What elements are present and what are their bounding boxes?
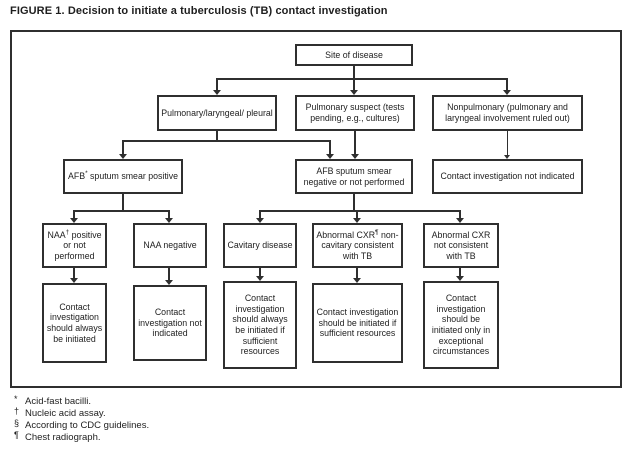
connector-line (216, 78, 508, 80)
node-cavitary-disease: Cavitary disease (223, 223, 297, 268)
arrowhead-icon (70, 278, 78, 283)
arrowhead-icon (119, 154, 127, 159)
node-afb-smear-negative: AFB sputum smear negative or not perform… (295, 159, 413, 194)
node-pulmonary-suspect: Pulmonary suspect (tests pending, e.g., … (295, 95, 415, 131)
node-label: Pulmonary/laryngeal/ pleural (161, 107, 273, 118)
node-label: Contact investigation should be initiate… (431, 293, 491, 357)
footnote-ref-dagger: † (65, 228, 70, 236)
node-pulmonary-laryngeal-pleural: Pulmonary/laryngeal/ pleural (157, 95, 277, 131)
footnote-marker: § (14, 418, 20, 429)
node-label: Contact investigation should always be i… (46, 301, 103, 344)
arrowhead-icon (165, 218, 173, 223)
node-label: Contact investigation should always be i… (232, 293, 288, 357)
footnote-text: Acid-fast bacilli. (25, 396, 91, 407)
node-label: Cavitary disease (227, 240, 293, 251)
node-outcome-exceptional: Contact investigation should be initiate… (423, 281, 499, 369)
node-site-of-disease: Site of disease (295, 44, 413, 66)
footnote-text: Chest radiograph. (25, 432, 101, 444)
node-nonpulmonary: Nonpulmonary (pulmonary and laryngeal in… (432, 95, 583, 131)
node-naa-positive: NAA† positive or not performed (42, 223, 107, 268)
connector-line (168, 268, 170, 280)
footnote-ref-asterisk: * (85, 170, 88, 178)
arrowhead-icon (70, 218, 78, 223)
node-outcome-always-initiated: Contact investigation should always be i… (42, 283, 107, 363)
connector-line (506, 78, 508, 90)
arrowhead-icon (351, 154, 359, 159)
footnote-marker: ¶ (14, 430, 19, 441)
node-outcome-if-resources: Contact investigation should be initiate… (312, 283, 403, 363)
connector-line (122, 140, 124, 154)
connector-line (507, 131, 508, 155)
connector-line (459, 268, 461, 276)
arrowhead-icon (503, 90, 511, 95)
node-contact-investigation-not-indicated-branch: Contact investigation not indicated (432, 159, 583, 194)
footnote-text: Nucleic acid assay. (25, 408, 106, 420)
connector-line (259, 210, 461, 212)
connector-line (122, 140, 331, 142)
connector-line (353, 66, 355, 78)
arrowhead-icon (165, 280, 173, 285)
footnotes: * Acid-fast bacilli. † Nucleic acid assa… (14, 394, 614, 445)
connector-line (259, 210, 261, 218)
node-naa-negative: NAA negative (133, 223, 207, 268)
node-label: Site of disease (325, 49, 383, 60)
connector-line (354, 131, 356, 154)
arrowhead-icon (213, 90, 221, 95)
node-label: Abnormal CXR not consistent with TB (431, 229, 491, 261)
arrowhead-icon (326, 154, 334, 159)
node-label: AFB sputum smear negative or not perform… (303, 165, 405, 187)
node-label: Contact investigation not indicated (440, 171, 575, 182)
connector-line (353, 78, 355, 90)
connector-line (122, 194, 124, 210)
footnote-marker: † (14, 406, 20, 417)
node-label: AFB* sputum smear positive (67, 170, 179, 182)
connector-line (73, 210, 170, 212)
node-outcome-always-if-resources: Contact investigation should always be i… (223, 281, 297, 369)
node-afb-smear-positive: AFB* sputum smear positive (63, 159, 183, 194)
connector-line (356, 210, 358, 218)
footnote-acid-fast: * Acid-fast bacilli. (14, 394, 614, 408)
node-label: Pulmonary suspect (tests pending, e.g., … (305, 102, 405, 123)
arrowhead-icon (456, 276, 464, 281)
footnote-nucleic-acid: † Nucleic acid assay. (14, 406, 614, 420)
figure-title: FIGURE 1. Decision to initiate a tubercu… (10, 5, 388, 17)
node-label: Abnormal CXR¶ non-cavitary consistent wi… (316, 228, 399, 261)
footnote-marker: * (14, 394, 18, 404)
footnote-text: According to CDC guidelines. (25, 420, 150, 432)
node-abnormal-cxr-consistent: Abnormal CXR¶ non-cavitary consistent wi… (312, 223, 403, 268)
node-label: NAA negative (143, 240, 197, 251)
arrowhead-icon (353, 278, 361, 283)
node-label: Contact investigation should be initiate… (316, 307, 399, 339)
arrowhead-icon (353, 218, 361, 223)
arrowhead-icon (256, 218, 264, 223)
connector-line (216, 131, 218, 140)
connector-line (356, 268, 358, 278)
arrowhead-icon (456, 218, 464, 223)
node-label: Contact investigation not indicated (138, 307, 202, 339)
arrowhead-icon (504, 155, 510, 159)
connector-line (353, 194, 355, 210)
connector-line (168, 210, 170, 218)
connector-line (259, 268, 261, 276)
footnote-ref-pilcrow: ¶ (375, 228, 379, 236)
connector-line (459, 210, 461, 218)
arrowhead-icon (350, 90, 358, 95)
footnote-chest-radiograph: ¶ Chest radiograph. (14, 430, 614, 444)
connector-line (73, 210, 75, 218)
node-outcome-not-indicated: Contact investigation not indicated (133, 285, 207, 361)
connector-line (329, 140, 331, 154)
node-label: NAA† positive or not performed (47, 228, 102, 261)
footnote-cdc-guidelines: § According to CDC guidelines. (14, 418, 614, 432)
connector-line (73, 268, 75, 278)
node-label: Nonpulmonary (pulmonary and laryngeal in… (445, 102, 570, 123)
node-abnormal-cxr-not-consistent: Abnormal CXR not consistent with TB (423, 223, 499, 268)
connector-line (216, 78, 218, 90)
arrowhead-icon (256, 276, 264, 281)
